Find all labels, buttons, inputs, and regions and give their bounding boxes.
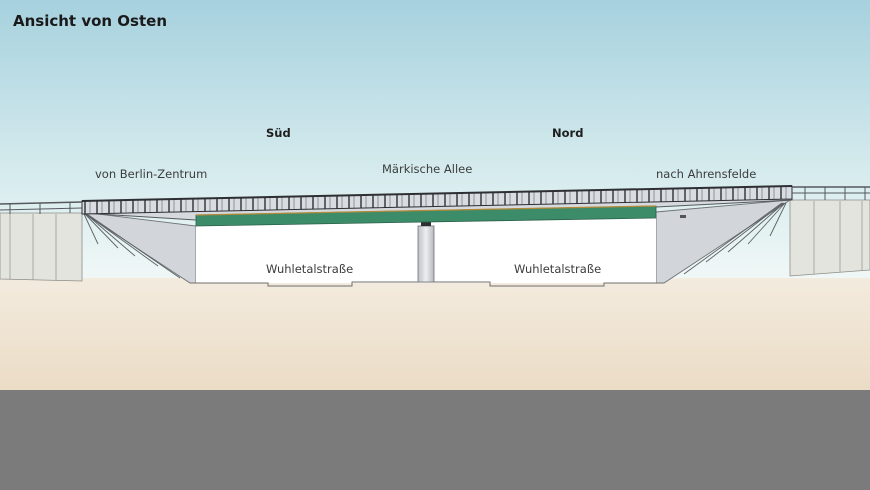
right-approach-railing [792,186,870,200]
label-south: Süd [266,126,291,140]
left-retaining-wall [0,212,83,282]
label-bridge-road: Märkische Allee [382,162,473,176]
right-slope-lines [683,202,787,275]
ground [0,278,870,390]
right-wall-joints [813,201,863,274]
label-underpass-road-right: Wuhletalstraße [514,262,602,276]
asphalt-foreground [0,390,870,490]
drawing-title: Ansicht von Osten [13,12,168,30]
central-pier [417,225,435,283]
deck-beam-highlight [195,205,657,216]
railing-top-rail [81,185,793,202]
left-approach-railing [0,201,83,214]
right-retaining-wall [789,199,870,277]
deck-drain [680,215,686,218]
label-underpass-road-left: Wuhletalstraße [266,262,354,276]
label-from-direction: von Berlin-Zentrum [95,167,208,181]
pier-bearing [421,220,431,226]
label-to-direction: nach Ahrensfelde [656,167,757,181]
left-wall-joints [9,214,57,280]
left-slope-lines [83,213,181,279]
label-north: Nord [552,126,584,140]
